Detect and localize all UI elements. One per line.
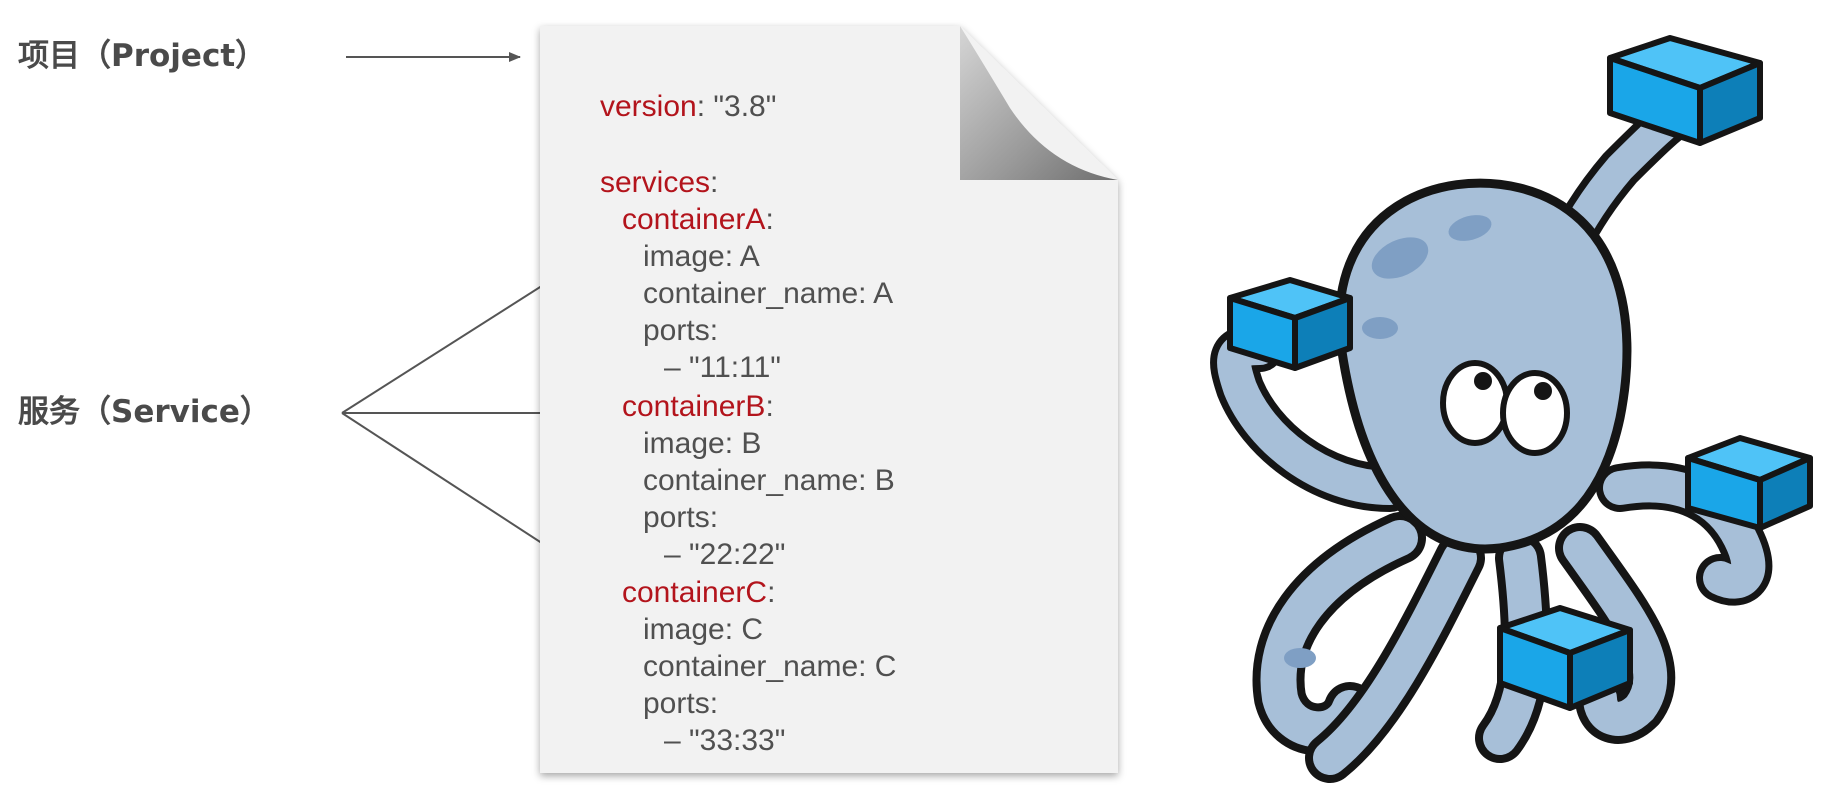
service-b-ports-label: ports: [643, 501, 719, 534]
service-label: 服务（Service） [18, 394, 271, 430]
service-c-ports-label: ports: [643, 687, 719, 720]
service-c-name: containerC: [622, 576, 776, 609]
service-a-name: containerA: [622, 203, 774, 236]
project-label: 项目（Project） [18, 38, 267, 74]
docker-compose-octopus-icon [1210, 35, 1813, 783]
service-a-ports-label: ports: [643, 314, 719, 347]
service-c-container-name: container_name: C [643, 650, 897, 683]
service-b-name: containerB: [622, 390, 774, 423]
document-page [540, 26, 1118, 773]
service-b-container-name: container_name: B [643, 464, 895, 497]
page-curl [960, 26, 1118, 180]
service-a-image: image: A [643, 240, 760, 273]
version-line: version: "3.8" [600, 90, 777, 123]
service-c-image: image: C [643, 613, 764, 646]
service-c-port: – "33:33" [664, 724, 786, 757]
service-b-port: – "22:22" [664, 538, 786, 571]
service-b-image: image: B [643, 427, 762, 460]
service-a-container-name: container_name: A [643, 277, 894, 310]
service-a-port: – "11:11" [664, 351, 781, 384]
services-line: services: [600, 166, 719, 199]
container-box-icons [1227, 35, 1813, 711]
